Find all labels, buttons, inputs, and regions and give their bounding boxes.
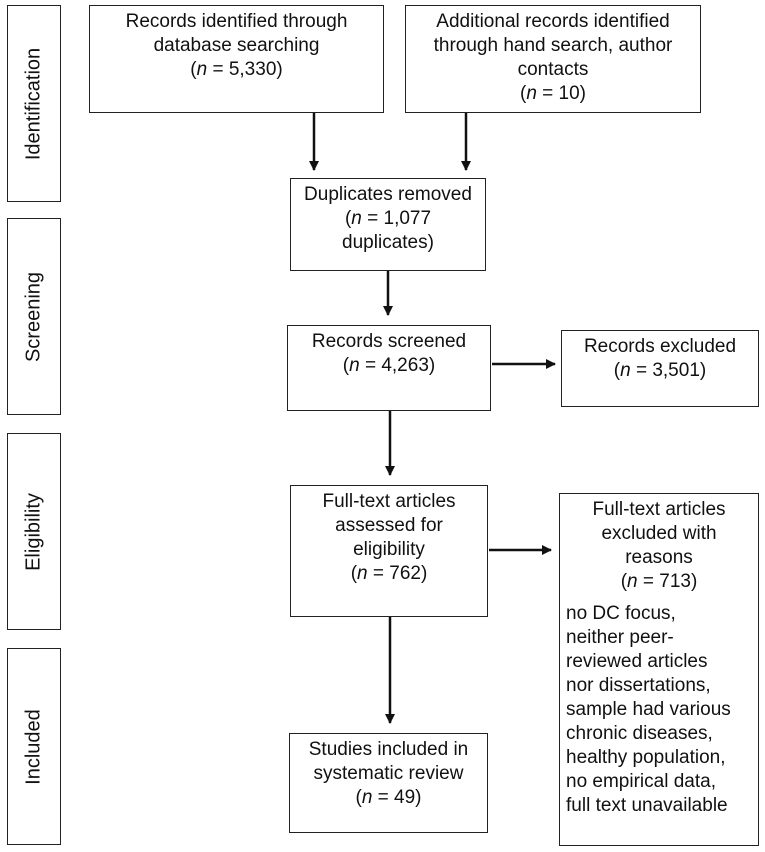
stage-included: Included bbox=[7, 648, 61, 845]
exclusion-reasons: no DC focus, neither peer- reviewed arti… bbox=[566, 603, 731, 816]
box-studies-included: Studies included in systematic review (n… bbox=[289, 733, 488, 833]
box-fulltext-assessed: Full-text articles assessed for eligibil… bbox=[290, 485, 488, 617]
box-records-screened: Records screened (n = 4,263) bbox=[287, 325, 491, 411]
stage-eligibility: Eligibility bbox=[7, 433, 61, 630]
stage-screening: Screening bbox=[7, 218, 61, 415]
stage-identification: Identification bbox=[7, 5, 61, 202]
box-records-excluded: Records excluded (n = 3,501) bbox=[561, 330, 759, 407]
box-database-records: Records identified through database sear… bbox=[89, 5, 384, 113]
box-fulltext-excluded: Full-text articles excluded with reasons… bbox=[559, 493, 759, 846]
box-additional-records: Additional records identified through ha… bbox=[405, 5, 701, 113]
box-duplicates-removed: Duplicates removed (n = 1,077 duplicates… bbox=[290, 178, 486, 271]
